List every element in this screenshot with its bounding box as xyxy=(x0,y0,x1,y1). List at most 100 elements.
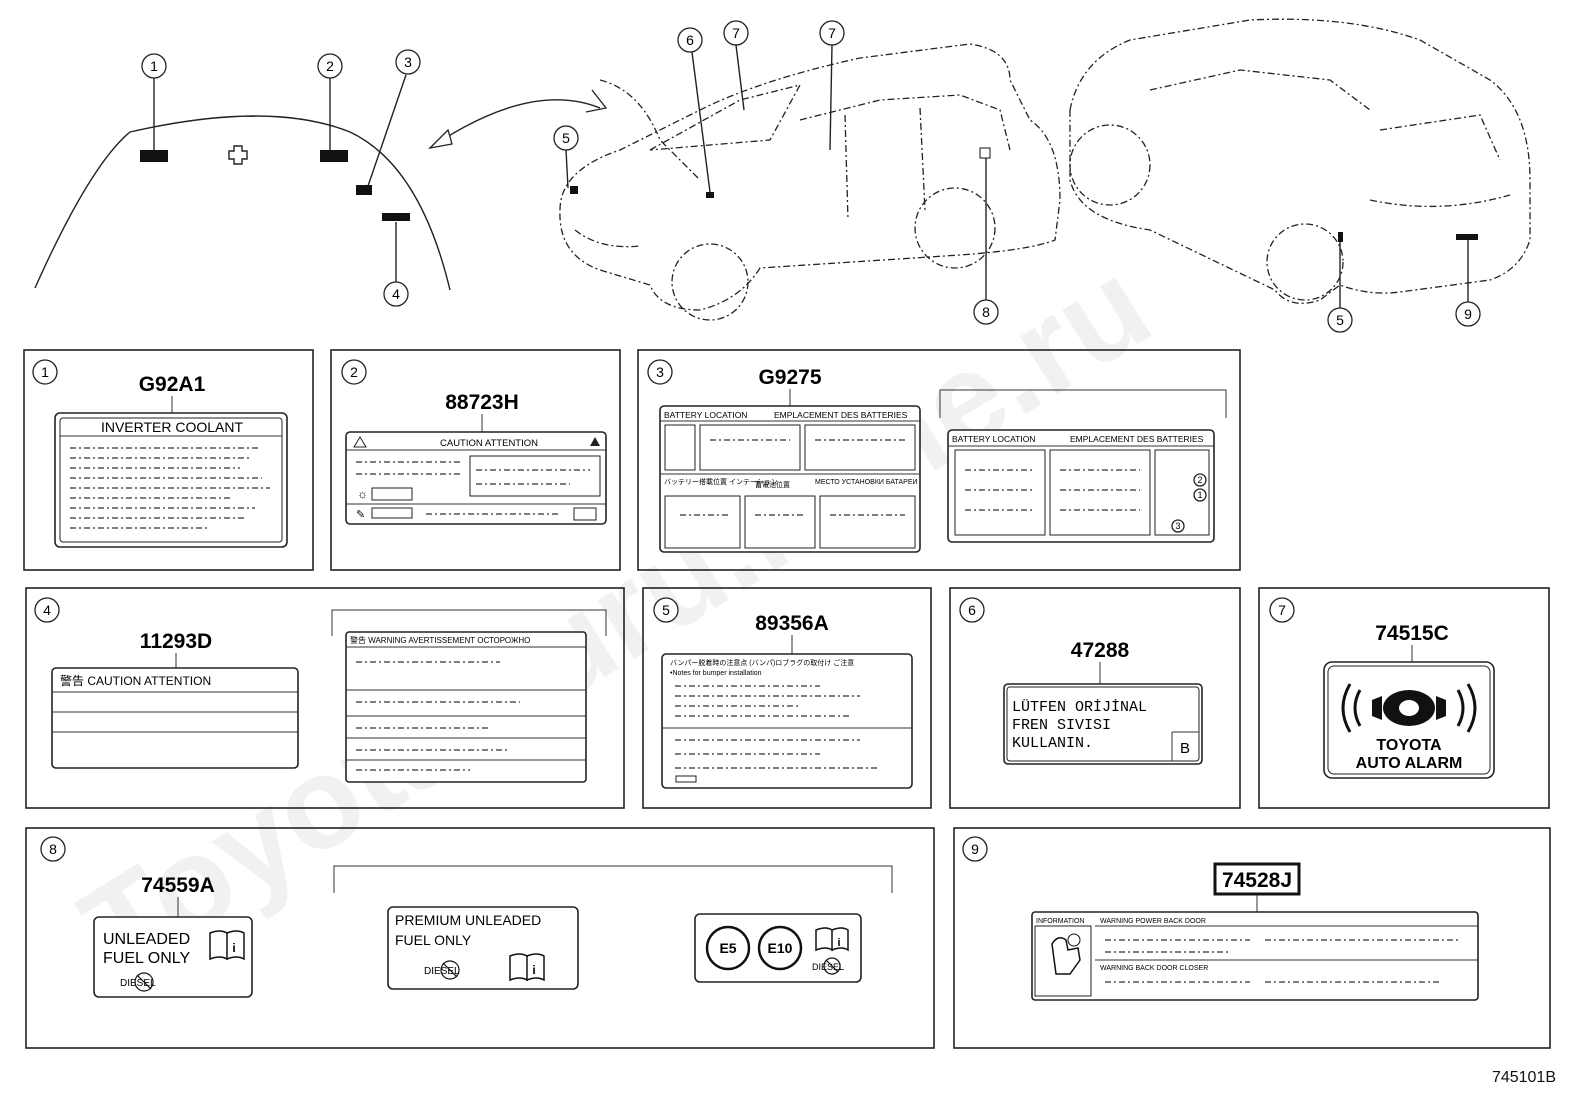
svg-text:5: 5 xyxy=(1336,312,1344,328)
panel-number-7: 7 xyxy=(1269,597,1295,623)
windshield-overview: 1 2 3 4 xyxy=(34,49,608,307)
unleaded-fuel-label xyxy=(93,916,253,998)
svg-text:DIESEL: DIESEL xyxy=(424,966,460,977)
part-number-74559A: 74559A xyxy=(141,874,215,897)
panel-number-2: 2 xyxy=(341,359,367,385)
warning-label-4b xyxy=(345,631,587,783)
svg-text:FUEL ONLY: FUEL ONLY xyxy=(395,932,472,948)
manual-book-icon: i xyxy=(509,953,545,982)
callout-6: 6 xyxy=(677,27,703,53)
svg-text:バッテリー搭載位置 インテーション: バッテリー搭載位置 インテーション xyxy=(664,477,778,486)
svg-text:FUEL ONLY: FUEL ONLY xyxy=(103,950,190,967)
panel-6: 6 47288 LÜTFEN ORİJİNAL FREN SIVISI KULL… xyxy=(949,587,1241,809)
svg-text:PREMIUM UNLEADED: PREMIUM UNLEADED xyxy=(395,912,541,928)
svg-text:WARNING POWER BACK DOOR: WARNING POWER BACK DOOR xyxy=(1100,918,1206,925)
panel-number-3: 3 xyxy=(647,359,673,385)
svg-text:WARNING BACK DOOR CLOSER: WARNING BACK DOOR CLOSER xyxy=(1100,965,1208,972)
panel-5: 5 89356A バンパー脱着時の注意点 (バンパ)ロブラグの取付け ご注意 •… xyxy=(642,587,932,809)
svg-text:DIESEL: DIESEL xyxy=(812,962,844,972)
svg-text:INFORMATION: INFORMATION xyxy=(1036,918,1084,925)
callout-4: 4 xyxy=(383,281,409,307)
svg-text:CAUTION ATTENTION: CAUTION ATTENTION xyxy=(440,438,538,449)
svg-text:3: 3 xyxy=(1175,521,1180,531)
panel-8: 8 74559A UNLEADED FUEL ONLY i DIESEL PRE… xyxy=(25,827,935,1049)
alarm-icon xyxy=(1341,683,1477,733)
svg-text:2: 2 xyxy=(350,364,358,380)
panel-4: 4 11293D 警告 CAUTION ATTENTION 警告 WARNING… xyxy=(25,587,625,809)
svg-text:i: i xyxy=(837,937,840,949)
callout-9: 9 xyxy=(1455,301,1481,327)
panel-2: 2 88723H CAUTION ATTENTION ☼ ✎ xyxy=(330,349,621,571)
label-position-1 xyxy=(140,150,168,162)
panel-number-8: 8 xyxy=(40,836,66,862)
svg-text:7: 7 xyxy=(1278,602,1286,618)
svg-text:E5: E5 xyxy=(719,940,736,956)
svg-text:•Notes for bumper installation: •Notes for bumper installation xyxy=(670,670,762,677)
svg-text:FREN SIVISI: FREN SIVISI xyxy=(1012,717,1111,734)
svg-text:i: i xyxy=(232,941,235,955)
vehicle-rear-view: 5 9 xyxy=(1069,18,1531,333)
svg-text:9: 9 xyxy=(971,841,979,857)
svg-text:DIESEL: DIESEL xyxy=(120,978,156,989)
svg-text:4: 4 xyxy=(43,602,51,618)
no-diesel-icon xyxy=(823,957,841,975)
svg-text:6: 6 xyxy=(968,602,976,618)
callout-2: 2 xyxy=(317,53,343,79)
svg-text:7: 7 xyxy=(828,25,836,41)
panel-1: 1 G92A1 INVERTER COOLANT xyxy=(23,349,314,571)
svg-text:バンパー脱着時の注意点 (バンパ)ロブラグの取付け ご注意: バンパー脱着時の注意点 (バンパ)ロブラグの取付け ご注意 xyxy=(670,658,854,667)
svg-text:9: 9 xyxy=(1464,306,1472,322)
no-diesel-icon xyxy=(440,960,460,980)
svg-text:7: 7 xyxy=(732,25,740,41)
panel-number-5: 5 xyxy=(653,597,679,623)
label-title: INVERTER COOLANT xyxy=(101,419,244,435)
svg-text:EMPLACEMENT DES BATTERIES: EMPLACEMENT DES BATTERIES xyxy=(1070,434,1204,444)
label-position-3 xyxy=(356,185,372,195)
caution-attention-label xyxy=(345,431,607,525)
svg-text:EMPLACEMENT DES BATTERIES: EMPLACEMENT DES BATTERIES xyxy=(774,410,908,420)
panel-7: 7 74515C TOYOTA AUTO ALARM xyxy=(1258,587,1550,809)
premium-unleaded-label xyxy=(387,906,579,990)
svg-text:E10: E10 xyxy=(768,940,793,956)
svg-text:AUTO ALARM: AUTO ALARM xyxy=(1356,755,1463,772)
svg-text:1: 1 xyxy=(41,364,49,380)
callout-5-rear: 5 xyxy=(1327,307,1353,333)
figure-id: 745101B xyxy=(1491,1069,1556,1086)
panel-number-9: 9 xyxy=(962,836,988,862)
center-cross-icon xyxy=(228,145,248,165)
battery-location-label-b xyxy=(947,429,1215,543)
svg-text:8: 8 xyxy=(49,841,57,857)
part-number-47288: 47288 xyxy=(1071,639,1130,662)
svg-text:B: B xyxy=(1180,740,1190,757)
callout-3: 3 xyxy=(395,49,421,75)
svg-text:TOYOTA: TOYOTA xyxy=(1376,737,1442,754)
callout-1: 1 xyxy=(141,53,167,79)
label-position-4 xyxy=(382,213,410,221)
svg-text:МЕСТО УСТАНОВКИ БАТАРЕИ: МЕСТО УСТАНОВКИ БАТАРЕИ xyxy=(815,479,918,486)
callout-7b: 7 xyxy=(819,20,845,46)
svg-text:3: 3 xyxy=(404,54,412,70)
callout-8: 8 xyxy=(973,299,999,325)
bumper-installation-label xyxy=(661,653,913,789)
e10-badge xyxy=(757,925,803,971)
svg-text:KULLANIN.: KULLANIN. xyxy=(1012,735,1093,752)
label-position-2 xyxy=(320,150,348,162)
panel-number-6: 6 xyxy=(959,597,985,623)
vehicle-front-view: 5 6 7 7 8 xyxy=(553,20,1061,325)
svg-text:8: 8 xyxy=(982,304,990,320)
svg-text:UNLEADED: UNLEADED xyxy=(103,931,190,948)
panel-9: 9 74528J INFORMATION WARNING POWER BACK … xyxy=(953,827,1551,1049)
svg-text:6: 6 xyxy=(686,32,694,48)
svg-text:LÜTFEN ORİJİNAL: LÜTFEN ORİJİNAL xyxy=(1012,698,1147,716)
part-number-highlight-box xyxy=(1213,862,1301,896)
svg-text:BATTERY LOCATION: BATTERY LOCATION xyxy=(952,434,1035,444)
part-number-11293D: 11293D xyxy=(140,630,212,653)
hand-press-icon xyxy=(1051,933,1081,975)
manual-book-icon: i xyxy=(209,930,245,961)
svg-text:蓄電池位置: 蓄電池位置 xyxy=(755,480,790,489)
manual-book-icon: i xyxy=(815,927,849,952)
svg-text:5: 5 xyxy=(662,602,670,618)
svg-text:BATTERY LOCATION: BATTERY LOCATION xyxy=(664,410,747,420)
part-number-74515C: 74515C xyxy=(1375,622,1449,645)
